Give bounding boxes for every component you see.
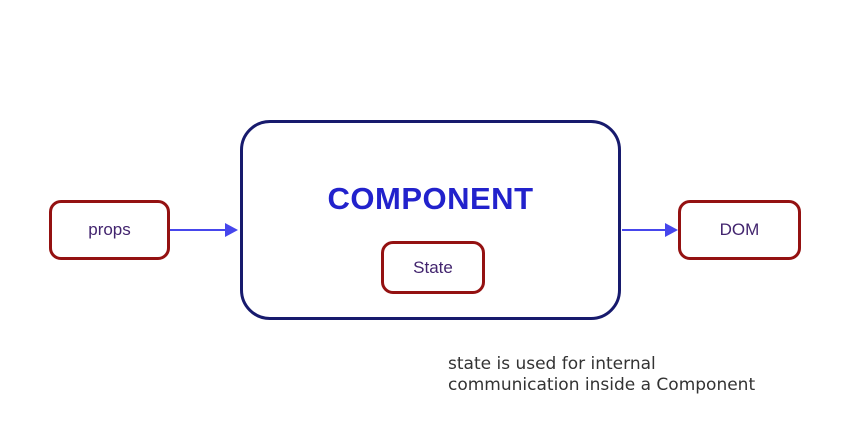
caption-line-2: communication inside a Component — [448, 375, 756, 395]
caption-line-1: state is used for internal — [448, 354, 656, 374]
state-node-label: State — [413, 257, 453, 277]
caption: state is used for internal communication… — [448, 354, 755, 396]
component-box: COMPONENT State — [240, 120, 621, 320]
state-node: State — [381, 241, 485, 294]
dom-node: DOM — [678, 200, 801, 260]
component-title: COMPONENT — [327, 181, 534, 216]
arrow-props-to-component — [170, 223, 238, 237]
props-node-label: props — [88, 220, 131, 239]
arrow-component-to-dom — [622, 223, 678, 237]
dom-node-label: DOM — [719, 220, 760, 239]
props-node: props — [49, 200, 170, 260]
